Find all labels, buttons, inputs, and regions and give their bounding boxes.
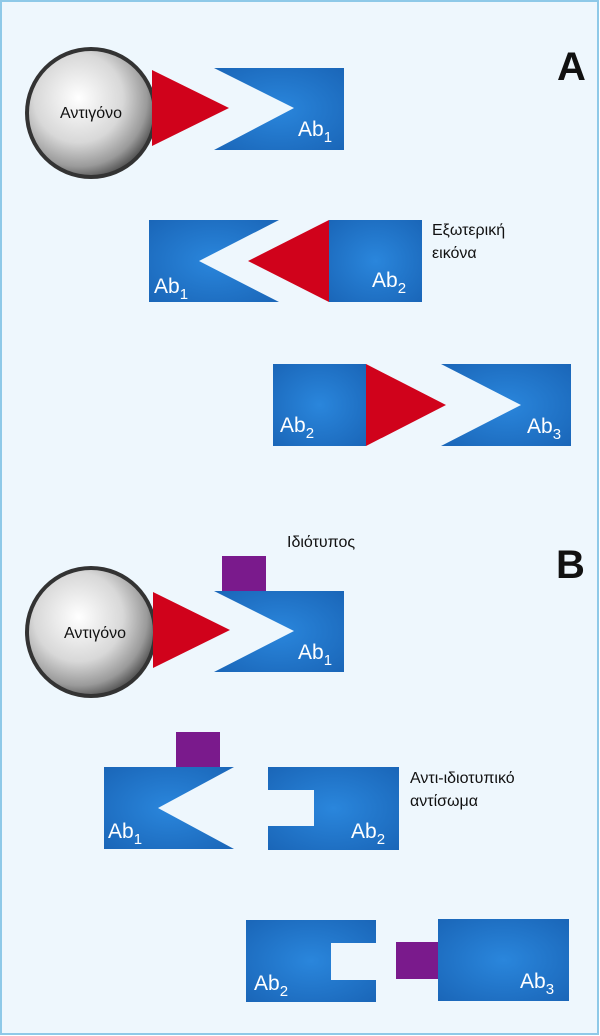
anti-idiotypic-label-line1: Αντι-ιδιοτυπικό: [410, 770, 515, 787]
antibody-ab3-b3: Ab3: [438, 919, 569, 1001]
svg-text:Αντιγόνο: Αντιγόνο: [64, 625, 126, 642]
svg-text:Ab3: Ab3: [527, 415, 561, 443]
antibody-ab3-a3: Ab3: [441, 364, 571, 446]
epitope-a: [152, 70, 229, 146]
svg-text:Ab2: Ab2: [280, 414, 314, 442]
antibody-ab1-b2: Ab1: [104, 767, 234, 849]
panel-label-b: B: [556, 543, 585, 587]
svg-text:Ab1: Ab1: [108, 820, 142, 848]
svg-text:Ab2: Ab2: [254, 972, 288, 1000]
panel-label-a: A: [557, 45, 586, 89]
svg-text:Ab1: Ab1: [298, 641, 332, 669]
idiotype-marker-b3: [396, 942, 440, 979]
antigen-a: Αντιγόνο: [25, 47, 157, 179]
svg-text:Ab1: Ab1: [154, 275, 188, 303]
internal-image-epitope: [248, 220, 329, 302]
anti-idiotypic-antibody-ab2: Ab2: [268, 767, 399, 850]
internal-image-label-line2: εικόνα: [432, 245, 477, 262]
svg-text:Ab2: Ab2: [351, 820, 385, 848]
antibody-ab2-a2: Ab2: [329, 220, 422, 302]
antibody-ab1-a1: Ab1: [214, 68, 344, 150]
svg-text:Ab1: Ab1: [298, 118, 332, 146]
internal-image-label-line1: Εξωτερική: [432, 222, 505, 239]
svg-text:Αντιγόνο: Αντιγόνο: [60, 105, 122, 122]
internal-image-epitope-a3: [366, 364, 446, 446]
epitope-b: [153, 592, 230, 668]
anti-idiotypic-label-line2: αντίσωμα: [410, 793, 478, 810]
idiotype-marker-b1: [222, 556, 266, 593]
idiotype-label: Ιδιότυπος: [287, 534, 355, 551]
idiotype-marker-b2: [176, 732, 220, 769]
antibody-ab2-b3: Ab2: [246, 920, 376, 1002]
antigen-b: Αντιγόνο: [25, 566, 157, 698]
antibody-ab1-b1: Ab1: [214, 591, 344, 672]
svg-text:Ab2: Ab2: [372, 269, 406, 297]
svg-text:Ab3: Ab3: [520, 970, 554, 998]
antibody-ab1-a2: Ab1: [149, 220, 279, 303]
antibody-ab2-a3: Ab2: [273, 364, 366, 446]
